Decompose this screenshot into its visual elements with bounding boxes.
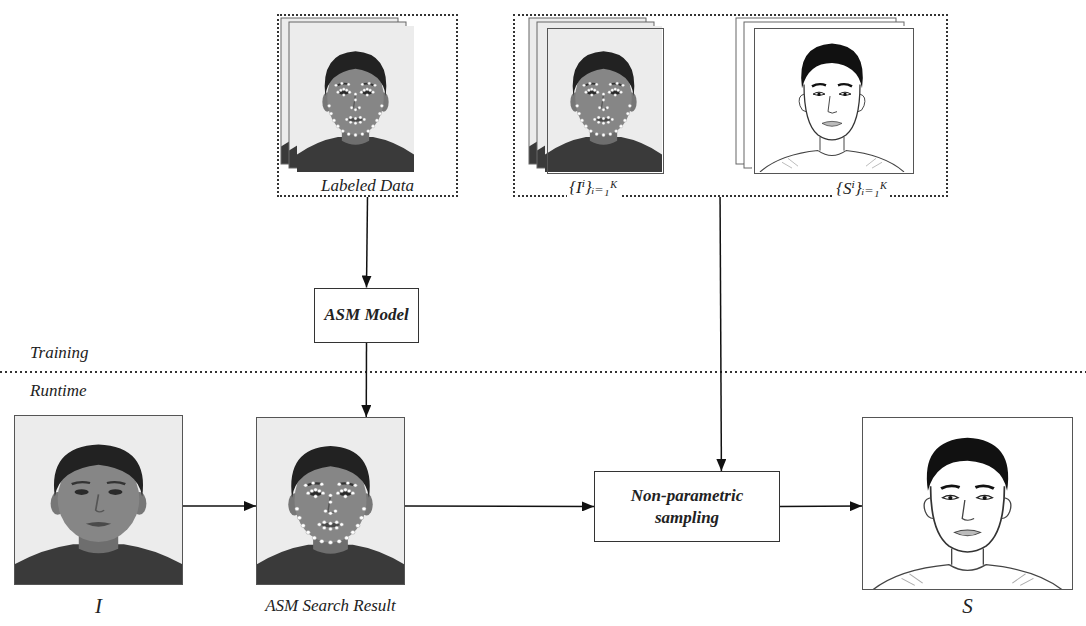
photo-stack [529, 18, 662, 172]
arrow-connector [405, 505, 594, 507]
caption-holder: I [0, 594, 252, 619]
image-caption: S [962, 594, 973, 618]
image-caption: Labeled Data [319, 176, 416, 195]
image-frame: ASM Search Result [256, 417, 405, 585]
image-frame: {Iⁱ}ᵢ₌₁ᴷ [547, 28, 664, 174]
caption-holder: ASM Search Result [187, 596, 474, 616]
divider-line [0, 371, 1086, 373]
caption-holder: {Sⁱ}ᵢ₌₁ᴷ [713, 178, 1011, 199]
arrow-connector [367, 197, 368, 288]
group-box: {Iⁱ}ᵢ₌₁ᴷ {Sⁱ}ᵢ₌₁ᴷ [513, 14, 948, 197]
arrow-connector [183, 505, 256, 507]
landmark-dots [295, 481, 366, 544]
image-frame: I [14, 415, 183, 585]
sketch-stack [736, 18, 912, 172]
image-caption: ASM Search Result [263, 596, 398, 615]
photo-stack [281, 18, 414, 172]
group-box: Labeled Data [277, 14, 458, 197]
arrow-connector [780, 505, 862, 507]
input-photo [14, 415, 183, 585]
arrow-connector [720, 197, 721, 471]
image-caption: {Iⁱ}ᵢ₌₁ᴷ [567, 178, 620, 197]
caption-holder: {Iⁱ}ᵢ₌₁ᴷ [466, 177, 721, 198]
image-frame: {Sⁱ}ᵢ₌₁ᴷ [754, 28, 914, 174]
section-label: Runtime [30, 381, 87, 401]
search-photo [256, 417, 405, 585]
process-box: ASM Model [314, 288, 419, 343]
section-label: Training [30, 343, 89, 363]
output-sketch [862, 417, 1073, 590]
box-label: Non-parametric sampling [595, 483, 779, 530]
arrow-connector [366, 343, 368, 418]
caption-holder: Labeled Data [209, 176, 526, 196]
image-frame: S [862, 417, 1073, 590]
image-caption: {Sⁱ}ᵢ₌₁ᴷ [834, 179, 889, 198]
caption-holder: S [793, 594, 1086, 619]
box-label: ASM Model [316, 302, 417, 327]
process-box: Non-parametric sampling [594, 471, 780, 542]
image-caption: I [95, 594, 102, 618]
